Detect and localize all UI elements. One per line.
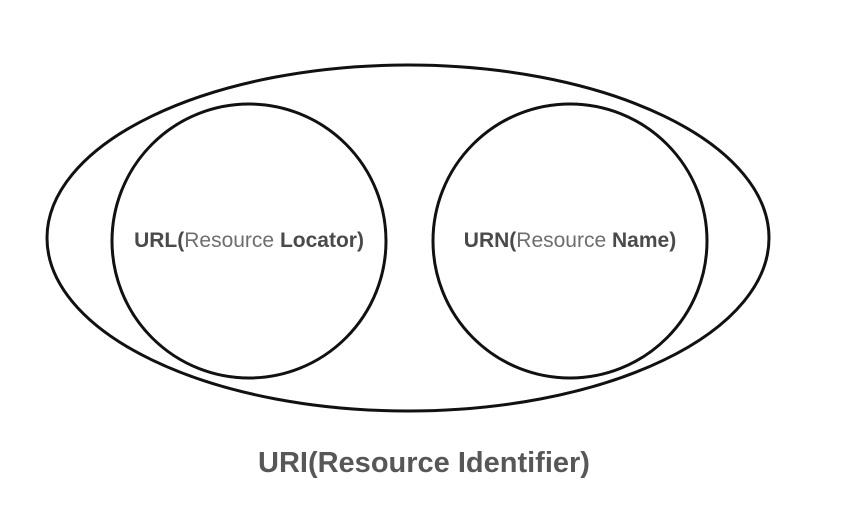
url-locator-text: Locator) [279,229,364,252]
urn-acronym-text: URN( [463,229,517,252]
urn-resource-text: Resource [516,229,612,252]
urn-circle [431,102,709,380]
url-label: URL(Resource Locator) [112,230,386,251]
uri-caption: URI(Resource Identifier) [258,447,590,479]
url-resource-text: Resource [184,229,280,252]
url-acronym-text: URL( [134,229,185,252]
urn-name-text: Name) [612,229,677,252]
urn-label: URN(Resource Name) [433,230,707,251]
url-circle [110,102,388,380]
